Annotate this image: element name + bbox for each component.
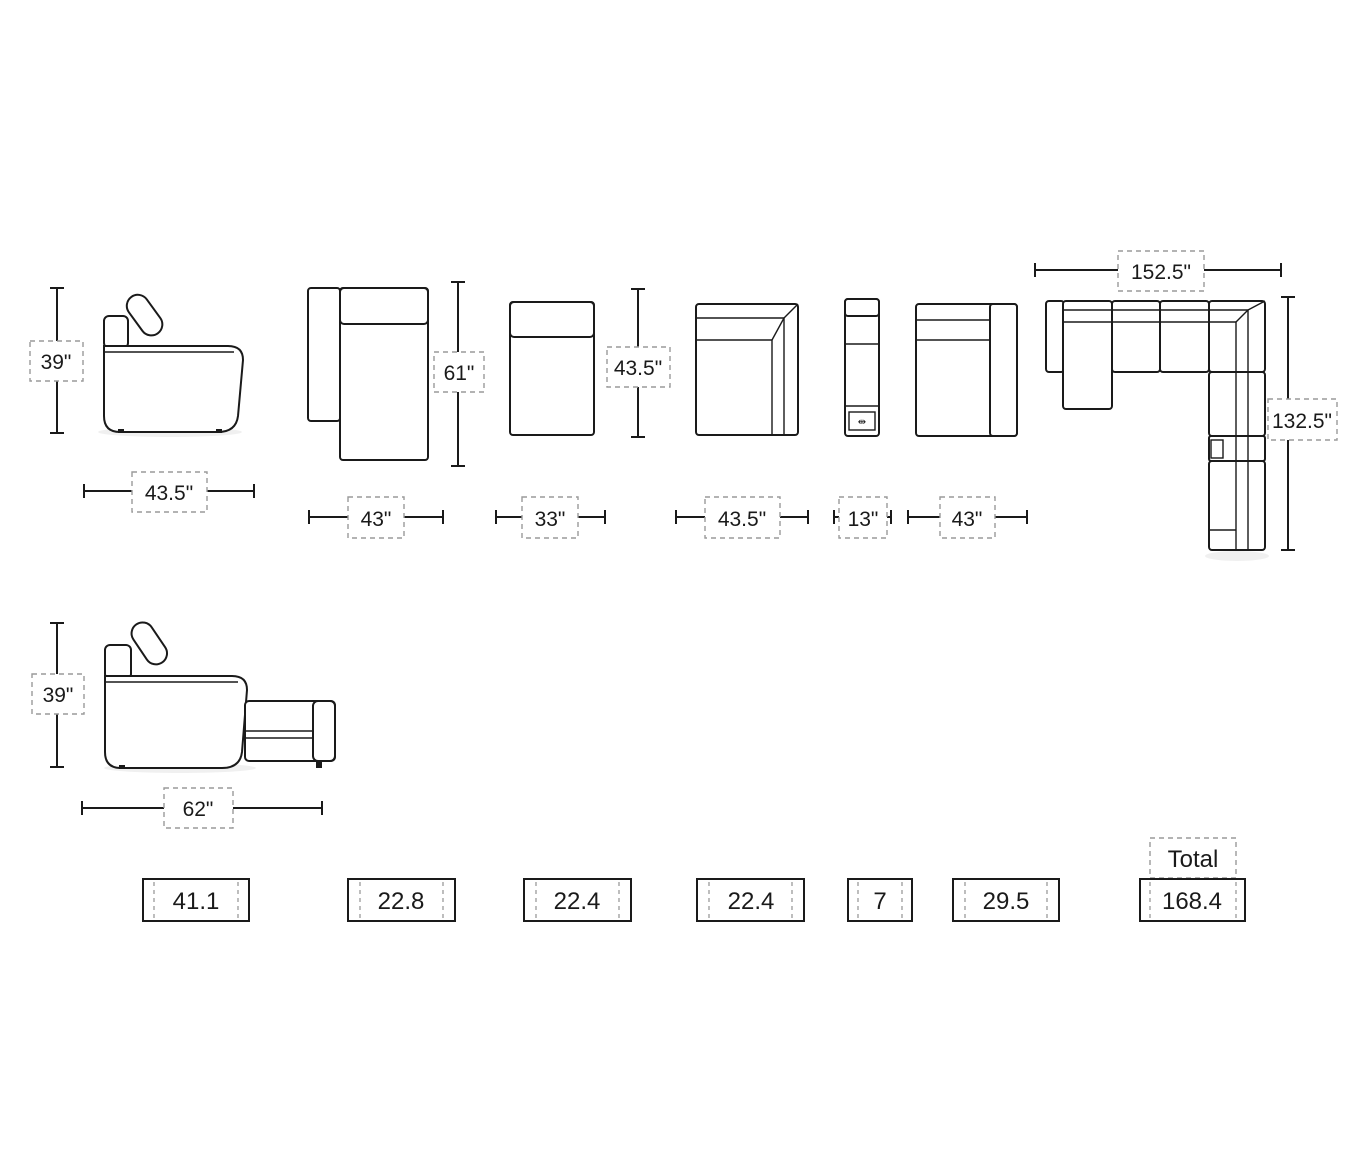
sectional-assembly-top-view [1045, 300, 1269, 561]
chaise-width-label: 43" [361, 508, 392, 531]
recliner-side-view [98, 293, 245, 437]
armless-depth-dimension: 43.5" [606, 288, 671, 438]
corner-seat-top-view [695, 303, 799, 436]
total-value: 168.4 [1162, 888, 1222, 915]
cupholder-icon: ⇹ [858, 417, 866, 428]
sectional-width-dimension: 152.5" [1034, 250, 1282, 292]
armless-width-label: 33" [535, 508, 566, 531]
value-5: 7 [873, 888, 886, 915]
value-box-2: 22.8 [347, 878, 456, 922]
value-box-3: 22.4 [523, 878, 632, 922]
extended-height-dimension: 39" [31, 622, 85, 768]
extended-height-label: 39" [43, 684, 74, 707]
console-top-view: ⇹ [844, 298, 880, 437]
chaise-width-dimension: 43" [308, 496, 444, 539]
value-1: 41.1 [173, 888, 220, 915]
extended-length-dimension: 62" [81, 787, 323, 829]
recliner-width-label: 43.5" [145, 482, 193, 505]
console-width-label: 13" [848, 508, 879, 531]
chaise-top-view [307, 287, 429, 461]
value-6: 29.5 [983, 888, 1030, 915]
sectional-depth-dimension: 132.5" [1267, 296, 1338, 551]
armless-width-dimension: 33" [495, 496, 606, 539]
chaise-depth-dimension: 61" [433, 281, 485, 467]
recliner-width-dimension: 43.5" [83, 471, 255, 513]
recliner-height-label: 39" [41, 351, 72, 374]
value-2: 22.8 [378, 888, 425, 915]
sectional-width-label: 152.5" [1131, 261, 1191, 284]
corner-width-label: 43.5" [718, 508, 766, 531]
recliner-extended-side-view [104, 621, 336, 773]
right-arm-width-label: 43" [952, 508, 983, 531]
value-box-1: 41.1 [142, 878, 250, 922]
value-4: 22.4 [728, 888, 775, 915]
total-box: Total 168.4 [1139, 837, 1246, 922]
right-arm-width-dimension: 43" [907, 496, 1028, 539]
sectional-depth-label: 132.5" [1272, 410, 1332, 433]
armless-seat-top-view [509, 301, 595, 436]
armless-depth-label: 43.5" [614, 357, 662, 380]
console-width-dimension: 13" [833, 496, 892, 539]
corner-width-dimension: 43.5" [675, 496, 809, 539]
extended-length-label: 62" [183, 798, 214, 821]
right-arm-seat-top-view [915, 303, 1018, 437]
recliner-height-dimension: 39" [29, 287, 84, 434]
value-box-4: 22.4 [696, 878, 805, 922]
value-box-5: 7 [847, 878, 913, 922]
total-label: Total [1168, 846, 1219, 873]
chaise-depth-label: 61" [444, 362, 475, 385]
value-box-6: 29.5 [952, 878, 1060, 922]
value-3: 22.4 [554, 888, 601, 915]
